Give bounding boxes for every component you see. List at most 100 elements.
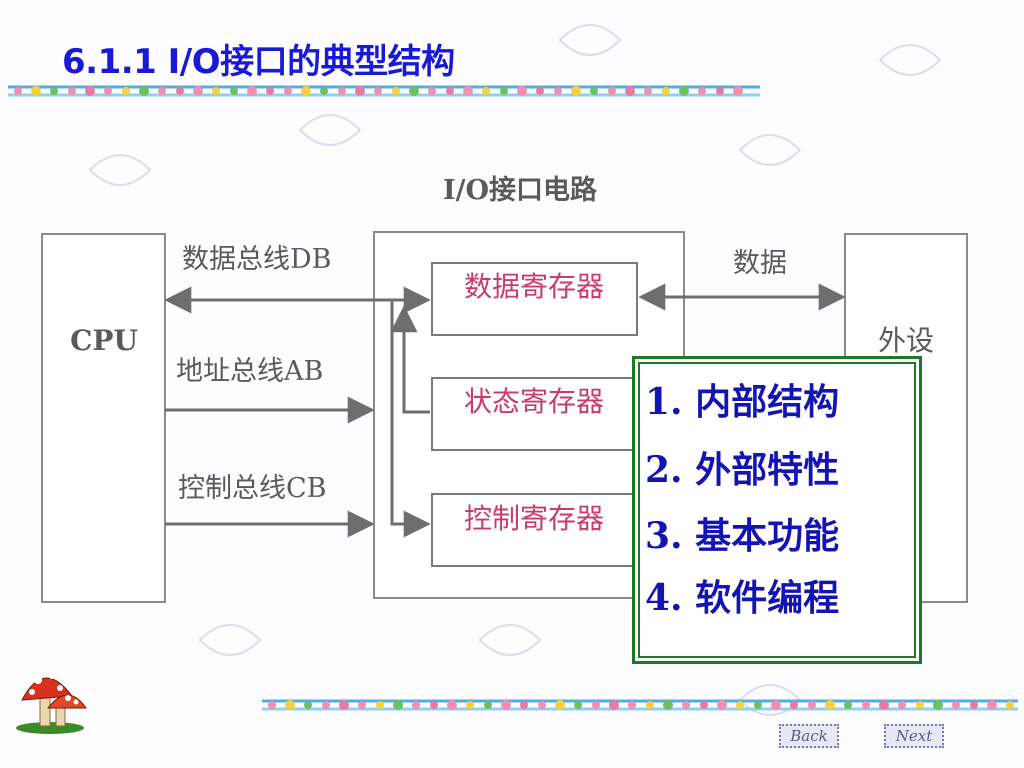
ribbon-bead <box>698 87 706 95</box>
ribbon-bead <box>50 87 58 95</box>
data-bus-label: 数据总线DB <box>182 244 332 275</box>
ribbon-bead <box>158 87 166 95</box>
ribbon-bead <box>970 701 978 709</box>
ribbon-bead <box>358 701 366 709</box>
ribbon-bead <box>284 87 292 95</box>
ribbon-bead <box>212 87 220 95</box>
ribbon-bead <box>466 701 474 709</box>
topic-item-internal-structure[interactable]: 1. 内部结构 <box>645 381 840 423</box>
ribbon-bead <box>844 701 852 709</box>
data-register-label: 数据寄存器 <box>464 270 604 303</box>
ribbon-bead <box>790 701 798 709</box>
ribbon-bead <box>484 701 492 709</box>
ribbon-bead <box>247 86 257 96</box>
ribbon-bead <box>122 87 130 95</box>
ribbon-bead <box>608 87 616 95</box>
ribbon-bead <box>85 86 95 96</box>
ribbon-bead <box>590 87 598 95</box>
ribbon-bead <box>879 700 889 710</box>
topic-item-basic-functions[interactable]: 3. 基本功能 <box>645 515 840 557</box>
ribbon-bottom <box>262 699 1018 711</box>
ribbon-bead <box>663 700 673 710</box>
address-bus-label: 地址总线AB <box>176 356 323 387</box>
internal-bus-from-status <box>390 305 430 414</box>
cpu-label: CPU <box>70 324 138 357</box>
ribbon-bead <box>68 87 76 95</box>
ribbon-bead <box>574 701 582 709</box>
ribbon-bead <box>662 87 670 95</box>
ribbon-bead <box>176 87 184 95</box>
ribbon-bead <box>987 700 997 710</box>
ribbon-bead <box>412 701 420 709</box>
internal-bus-to-control <box>390 300 431 538</box>
mushroom-icon <box>16 673 87 734</box>
ribbon-bead <box>554 87 562 95</box>
ribbon-bead <box>733 86 743 96</box>
topic-item-software-programming[interactable]: 4. 软件编程 <box>645 577 840 619</box>
ribbon-bead <box>320 87 328 95</box>
ribbon-bead <box>644 87 652 95</box>
ribbon-bead <box>376 701 384 709</box>
ribbon-bead <box>682 701 690 709</box>
ribbon-bead <box>409 86 419 96</box>
ribbon-bead <box>304 701 312 709</box>
ribbon-bead <box>571 86 581 96</box>
ribbon-bead <box>355 86 365 96</box>
ribbon-bead <box>31 86 41 96</box>
ribbon-bead <box>736 701 744 709</box>
data-register-box <box>431 262 638 336</box>
ribbon-bead <box>716 87 724 95</box>
ribbon-bead <box>862 701 870 709</box>
ribbon-bead <box>139 86 149 96</box>
ribbon-bead <box>717 700 727 710</box>
ribbon-bead <box>322 701 330 709</box>
ribbon-bead <box>520 701 528 709</box>
topic-item-external-characteristics[interactable]: 2. 外部特性 <box>645 449 840 491</box>
ribbon-bead <box>517 86 527 96</box>
ribbon-bead <box>1006 701 1014 709</box>
ribbon-bead <box>104 87 112 95</box>
ribbon-bead <box>285 700 295 710</box>
control-bus-label: 控制总线CB <box>178 473 327 504</box>
ribbon-bead <box>268 701 276 709</box>
ribbon-bead <box>592 701 600 709</box>
ribbon-bead <box>446 87 454 95</box>
ribbon-bead <box>646 701 654 709</box>
ribbon-bead <box>808 701 816 709</box>
ribbon-bead <box>501 700 511 710</box>
control-register-label: 控制寄存器 <box>464 502 604 535</box>
ribbon-bead <box>428 87 436 95</box>
ribbon-bead <box>898 701 906 709</box>
ribbon-bead <box>430 701 438 709</box>
data-link-label: 数据 <box>733 248 787 279</box>
topic-list-box: 1. 内部结构 2. 外部特性 3. 基本功能 4. 软件编程 <box>632 356 922 664</box>
ribbon-bead <box>700 701 708 709</box>
ribbon-bead <box>301 86 311 96</box>
interface-title: I/O接口电路 <box>443 174 598 206</box>
ribbon-top <box>8 85 760 97</box>
ribbon-bead <box>447 700 457 710</box>
ribbon-bead <box>933 700 943 710</box>
ribbon-bead <box>771 700 781 710</box>
ribbon-bead <box>500 87 508 95</box>
ribbon-bead <box>952 701 960 709</box>
ribbon-bead <box>609 700 619 710</box>
ribbon-bead <box>916 701 924 709</box>
slide-title: 6.1.1 I/O接口的典型结构 <box>62 42 455 82</box>
ribbon-bead <box>463 86 473 96</box>
ribbon-bead <box>538 701 546 709</box>
ribbon-bead <box>393 700 403 710</box>
ribbon-bead <box>625 86 635 96</box>
ribbon-bead <box>555 700 565 710</box>
ribbon-bead <box>825 700 835 710</box>
ribbon-bead <box>679 86 689 96</box>
ribbon-bead <box>266 87 274 95</box>
ribbon-bead <box>230 87 238 95</box>
ribbon-bead <box>14 87 22 95</box>
ribbon-bead <box>628 701 636 709</box>
next-button[interactable]: Next <box>884 724 944 748</box>
back-button[interactable]: Back <box>779 724 839 748</box>
cpu-box <box>41 233 166 603</box>
peripheral-label: 外设 <box>878 324 934 357</box>
